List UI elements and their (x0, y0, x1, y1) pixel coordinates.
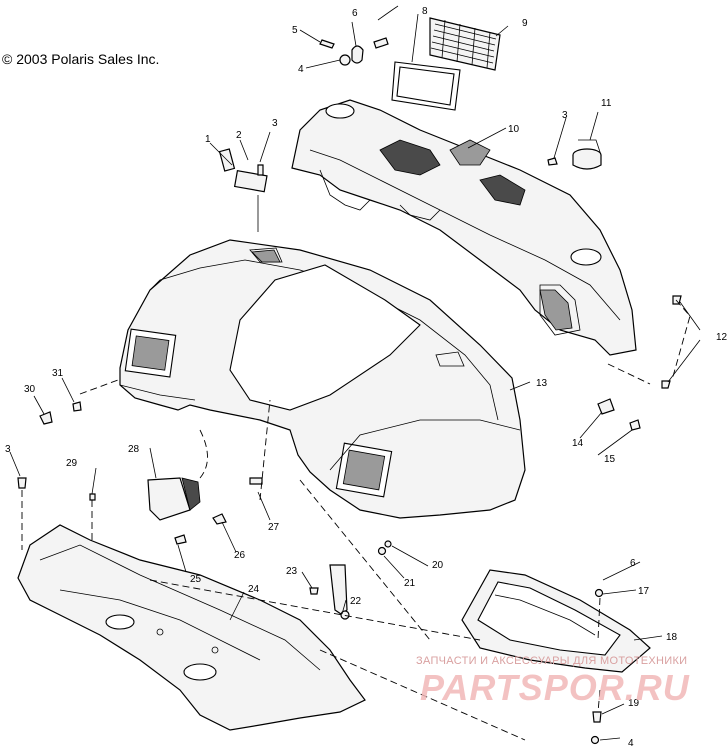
callout-4: 4 (298, 64, 304, 75)
callout-1: 1 (205, 134, 211, 145)
callout-20: 20 (432, 560, 444, 571)
callout-labels: 1 2 3 3 3 4 4 5 6 27 8 9 10 11 12 13 14 … (5, 6, 728, 749)
callout-10: 10 (508, 124, 520, 135)
callout-5: 5 (292, 25, 298, 36)
callout-24: 24 (248, 584, 260, 595)
callout-15: 15 (604, 454, 616, 465)
top-fasteners (319, 5, 399, 66)
callout-6: 6 (352, 8, 358, 19)
callout-3: 3 (562, 110, 568, 121)
callout-21: 21 (404, 578, 416, 589)
callout-8: 8 (422, 6, 428, 17)
callout-30: 30 (24, 384, 36, 395)
vent-grille-part (391, 17, 501, 111)
callout-2: 2 (236, 130, 242, 141)
auxiliary-light (147, 477, 201, 521)
callout-4: 4 (628, 738, 634, 748)
callout-7: 27 (268, 522, 280, 533)
callout-14: 14 (572, 438, 584, 449)
rear-storage-body (291, 99, 637, 356)
callout-29: 29 (66, 458, 78, 469)
leader-lines (9, 13, 701, 741)
latch-hardware (218, 148, 268, 232)
callout-13: 13 (536, 378, 548, 389)
callout-3: 3 (5, 444, 11, 455)
callout-25: 25 (190, 574, 202, 585)
callout-19: 19 (628, 698, 640, 709)
copyright-notice: © 2003 Polaris Sales Inc. (2, 51, 160, 67)
callout-16: 6 (630, 558, 636, 569)
callout-3: 3 (272, 118, 278, 129)
callout-22: 22 (350, 596, 362, 607)
callout-26: 26 (234, 550, 246, 561)
callout-23: 23 (286, 566, 298, 577)
callout-12: 12 (716, 332, 728, 343)
callout-28: 28 (128, 444, 140, 455)
fuel-cap-part (572, 139, 602, 170)
lower-splash-tray (17, 524, 366, 731)
watermark-tagline: ЗАПЧАСТИ И АКСЕССУАРЫ ДЛЯ МОТОТЕХНИКИ (416, 655, 688, 667)
callout-18: 18 (666, 632, 678, 643)
callout-31: 31 (52, 368, 64, 379)
watermark-logo: PARTSPOR.RU (420, 667, 690, 708)
hood-assembly (119, 239, 526, 519)
glove-box (461, 569, 651, 673)
callout-17: 17 (638, 586, 650, 597)
misc-hardware (17, 157, 682, 745)
callout-11: 11 (601, 98, 612, 109)
callout-9: 9 (522, 18, 528, 29)
